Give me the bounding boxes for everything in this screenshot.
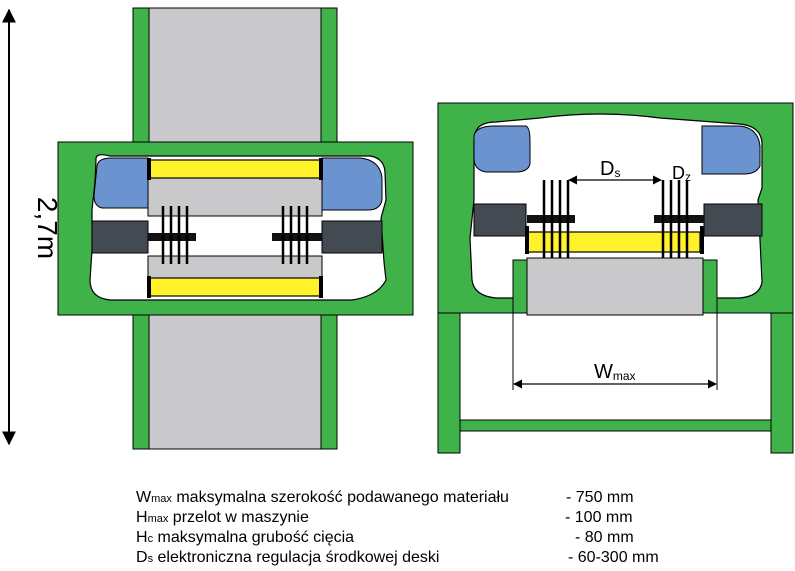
spec-symbol: Ds xyxy=(136,549,154,566)
table-board xyxy=(526,257,704,316)
yellow-board-bottom xyxy=(149,277,321,297)
roller-top-left xyxy=(93,157,149,209)
leg-left xyxy=(437,311,461,454)
roller-front-left xyxy=(473,125,531,173)
spec-description: maksymalna szerokość podawanego materiał… xyxy=(176,489,509,506)
spec-symbol: Hc xyxy=(136,529,154,546)
board-top xyxy=(147,177,323,217)
spec-symbol: Wmax xyxy=(136,489,172,506)
spec-list: Wmax maksymalna szerokość podawanego mat… xyxy=(136,488,696,568)
wmax-label: Wmax xyxy=(594,361,636,383)
saw-blades-front-right xyxy=(661,180,689,258)
ds-label: Ds xyxy=(600,158,620,180)
spec-value: - 100 mm xyxy=(565,509,633,526)
roller-front-right xyxy=(701,125,761,175)
yellow-board-front xyxy=(527,231,701,253)
saw-blades-left xyxy=(161,206,189,264)
front-view: Ds Dz Wmax xyxy=(437,102,794,454)
saw-blades-front-left xyxy=(542,180,570,258)
spec-row-hmax: Hmax przelot w maszynie - 100 mm xyxy=(136,508,696,528)
spec-description: maksymalna grubość cięcia xyxy=(157,529,355,546)
dark-block-left xyxy=(473,203,527,237)
spec-value: - 750 mm xyxy=(566,489,634,506)
spec-description: elektroniczna regulacja środkowej deski xyxy=(157,549,440,566)
board-bottom xyxy=(147,255,323,279)
roller-top-right xyxy=(321,157,383,211)
dark-roller-left xyxy=(91,220,149,254)
yellow-board-top xyxy=(149,159,321,179)
leg-crossbar xyxy=(459,419,772,432)
spec-value: - 80 mm xyxy=(575,529,634,546)
spec-row-wmax: Wmax maksymalna szerokość podawanego mat… xyxy=(136,488,696,508)
leg-right xyxy=(770,311,794,454)
dark-block-right xyxy=(703,203,763,237)
saw-blades-right xyxy=(281,206,309,264)
top-view xyxy=(57,7,414,450)
spec-row-hc: Hc maksymalna grubość cięcia - 80 mm xyxy=(136,528,696,548)
dark-roller-right xyxy=(321,220,383,254)
spec-value: - 60-300 mm xyxy=(568,549,659,566)
dz-label: Dz xyxy=(672,163,691,184)
spec-symbol: Hmax xyxy=(136,509,169,526)
spec-description: przelot w maszynie xyxy=(172,509,309,526)
spec-row-ds: Ds elektroniczna regulacja środkowej des… xyxy=(136,548,696,568)
saw-shaft-right xyxy=(272,233,322,241)
